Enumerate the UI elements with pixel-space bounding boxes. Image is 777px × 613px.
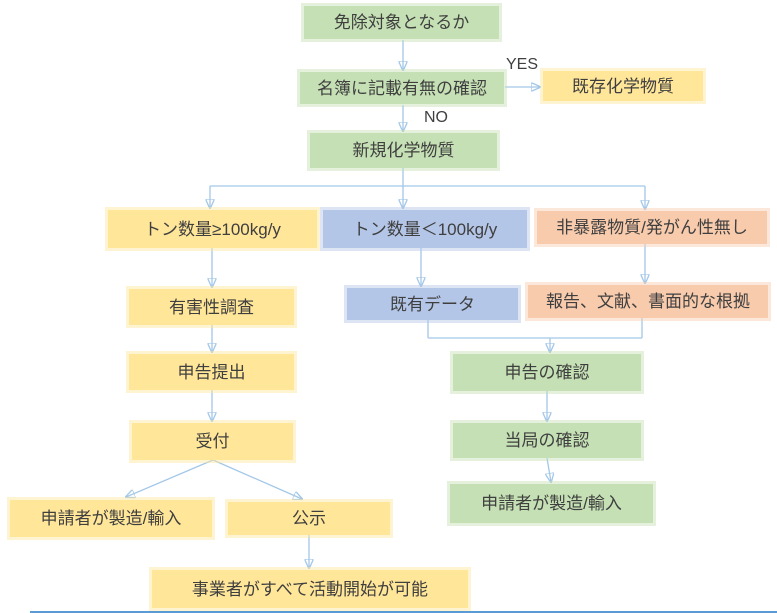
- node-reception: 受付: [132, 423, 293, 460]
- node-notification-submission: 申告提出: [129, 354, 294, 390]
- node-public-notice: 公示: [228, 502, 390, 535]
- node-non-exposure: 非暴露物質/発がん性無し: [537, 211, 767, 244]
- node-existing-data: 既有データ: [347, 288, 518, 320]
- edge-reception-to-public-notice: [212, 459, 302, 499]
- node-authority-check: 当局の確認: [453, 423, 641, 458]
- node-notification-check: 申告の確認: [453, 354, 641, 391]
- node-hazard-study: 有害性調査: [129, 289, 294, 325]
- edge-label-no: NO: [424, 109, 448, 126]
- edge-reception-to-applicant-left: [126, 459, 214, 497]
- node-tonnage-ge-100: トン数量≥100kg/y: [108, 210, 317, 248]
- node-new-chemical: 新規化学物質: [310, 133, 497, 168]
- edge-label-yes: YES: [506, 56, 539, 73]
- node-business-start: 事業者がすべて活動開始が可能: [152, 570, 468, 608]
- node-registry-check: 名簿に記載有無の確認: [300, 72, 504, 104]
- edge-authority-to-applicant-right: [547, 457, 551, 482]
- node-documentary-evidence: 報告、文献、書面的な根拠: [528, 285, 768, 318]
- node-tonnage-lt-100: トン数量＜100kg/y: [323, 210, 527, 248]
- node-applicant-manufacture-import-right: 申請者が製造/輸入: [450, 484, 653, 523]
- node-existing-chemical: 既存化学物質: [543, 71, 703, 101]
- node-applicant-manufacture-import-left: 申請者が製造/輸入: [10, 500, 212, 537]
- node-exemption-check: 免除対象となるか: [304, 6, 499, 39]
- bottom-edge-line: [30, 611, 777, 613]
